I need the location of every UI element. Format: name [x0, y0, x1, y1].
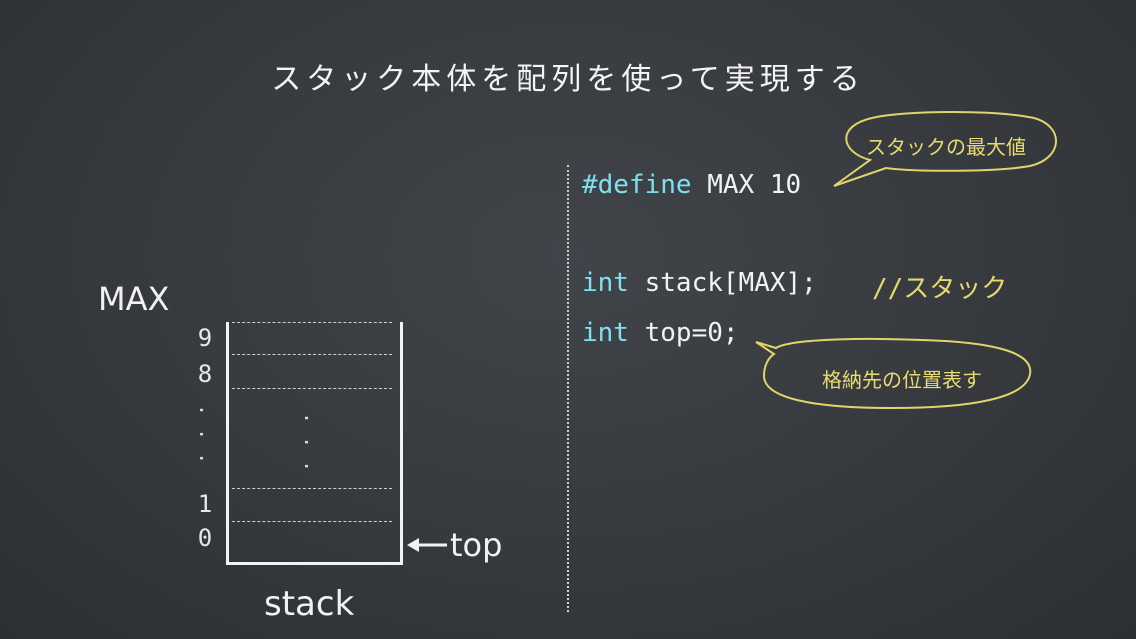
arrow-left-icon	[407, 538, 447, 552]
stack-array-box	[226, 322, 403, 565]
max-callout-bubble	[833, 111, 1057, 187]
slot-line-8	[232, 388, 392, 389]
page-title: スタック本体を配列を使って実現する	[271, 62, 865, 97]
index-9: 9	[197, 324, 213, 352]
top-callout-text: 格納先の位置表す	[822, 368, 982, 392]
int-keyword-1: int	[582, 268, 629, 298]
max-label: MAX	[98, 280, 170, 318]
index-ellipsis: . . .	[195, 404, 219, 465]
divider-line	[567, 165, 569, 612]
slot-line-top	[232, 322, 392, 323]
top-callout-bubble	[755, 337, 1032, 410]
stack-decl-line: int stack[MAX];	[582, 268, 817, 298]
define-line: #define MAX 10	[582, 170, 801, 200]
slot-line-9	[232, 354, 392, 355]
slot-line-2	[232, 488, 392, 489]
max-callout-text: スタックの最大値	[866, 135, 1026, 159]
define-value: MAX 10	[691, 170, 802, 200]
index-0: 0	[197, 524, 213, 552]
int-keyword-2: int	[582, 318, 629, 348]
slot-line-1	[232, 521, 392, 522]
top-decl-line: int top=0;	[582, 318, 739, 348]
slot-ellipsis: . . .	[300, 412, 324, 473]
top-label: top	[450, 526, 503, 564]
stack-comment-text: //スタック	[872, 274, 1008, 304]
stack-comment: //スタック	[872, 268, 1007, 305]
index-8: 8	[197, 360, 213, 388]
define-keyword: #define	[582, 170, 692, 200]
stack-declaration: stack[MAX];	[628, 268, 817, 298]
index-1: 1	[197, 490, 213, 518]
top-declaration: top=0;	[628, 318, 739, 348]
stack-label: stack	[264, 584, 355, 624]
